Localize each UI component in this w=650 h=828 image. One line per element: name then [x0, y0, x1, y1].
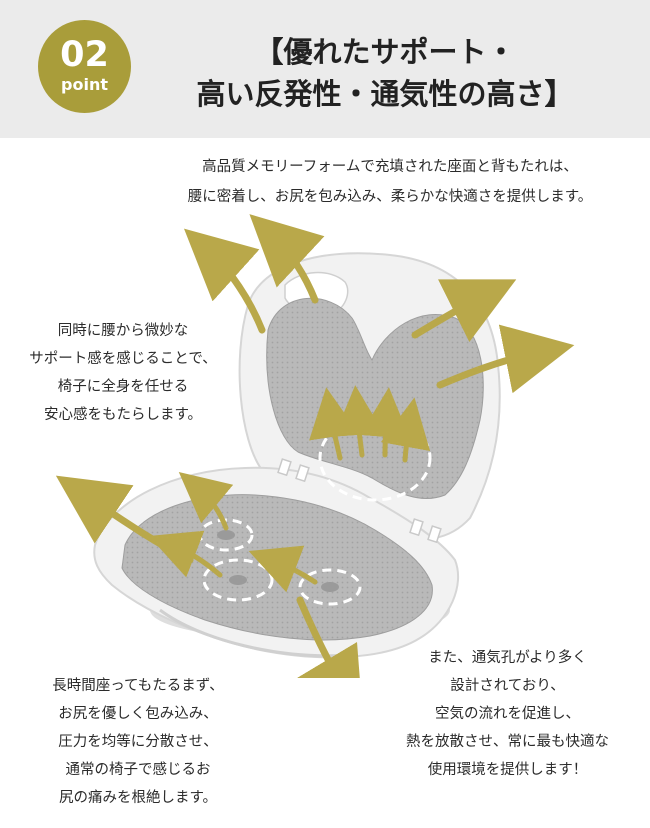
left-bottom-line-4: 通常の椅子で感じるお [65, 762, 211, 778]
intro-line-2: 腰に密着し、お尻を包み込み、柔らかな快適さを提供します。 [187, 189, 593, 205]
airflow-arrow-icon [148, 530, 223, 578]
left-bottom-line-1: 長時間座ってもたるまず、 [52, 678, 224, 694]
right-bottom-line-4: 熱を放散させ、常に最も快適な [406, 734, 609, 750]
left-bottom-line-5: 尻の痛みを根絶します。 [58, 790, 218, 806]
point-label: point [61, 75, 108, 94]
page-title-line-2: 高い反発性・通気性の高さ】 [196, 77, 574, 111]
seat-cushion-illustration [55, 214, 575, 678]
right-bottom-line-2: 設計されており、 [450, 678, 565, 694]
airflow-arrow-icon [178, 471, 234, 531]
left-top-line-3: 椅子に全身を任せる [57, 379, 189, 395]
right-bottom-line-1: また、通気孔がより多く [428, 650, 587, 666]
airflow-arrow-icon [248, 545, 318, 593]
hinge-teeth [277, 458, 442, 544]
vent-hole-icon [217, 530, 235, 540]
left-bottom-line-2: お尻を優しく包み込み、 [58, 706, 218, 722]
outward-arrow-icon [183, 228, 266, 334]
point-badge: 02 point [38, 20, 131, 113]
page-title-line-1: 【優れたサポート・ [254, 35, 516, 69]
left-bottom-line-3: 圧力を均等に分散させ、 [58, 734, 218, 750]
intro-line-1: 高品質メモリーフォームで充填された座面と背もたれは、 [202, 159, 578, 175]
left-top-line-1: 同時に腰から微妙な [57, 323, 189, 339]
right-bottom-line-5: 使用環境を提供します！ [427, 762, 588, 778]
left-top-line-2: サポート感を感じることで、 [29, 351, 217, 367]
left-top-line-4: 安心感をもたらします。 [43, 407, 203, 423]
right-bottom-line-3: 空気の流れを促進し、 [435, 706, 580, 722]
airflow-arrow-icon [333, 385, 384, 458]
vent-hole-icon [229, 575, 247, 585]
header-band: 02 point 【優れたサポート・ 高い反発性・通気性の高さ】 [0, 0, 650, 138]
airflow-arrow-icon [380, 397, 431, 463]
airflow-arrow-icon [360, 387, 411, 458]
point-number: 02 [60, 35, 109, 75]
outward-arrow-icon [436, 324, 575, 394]
outward-arrow-icon [411, 279, 517, 342]
outward-arrow-icon [249, 214, 325, 304]
vent-hole-icon [321, 582, 339, 592]
outward-arrow-icon [296, 596, 364, 678]
